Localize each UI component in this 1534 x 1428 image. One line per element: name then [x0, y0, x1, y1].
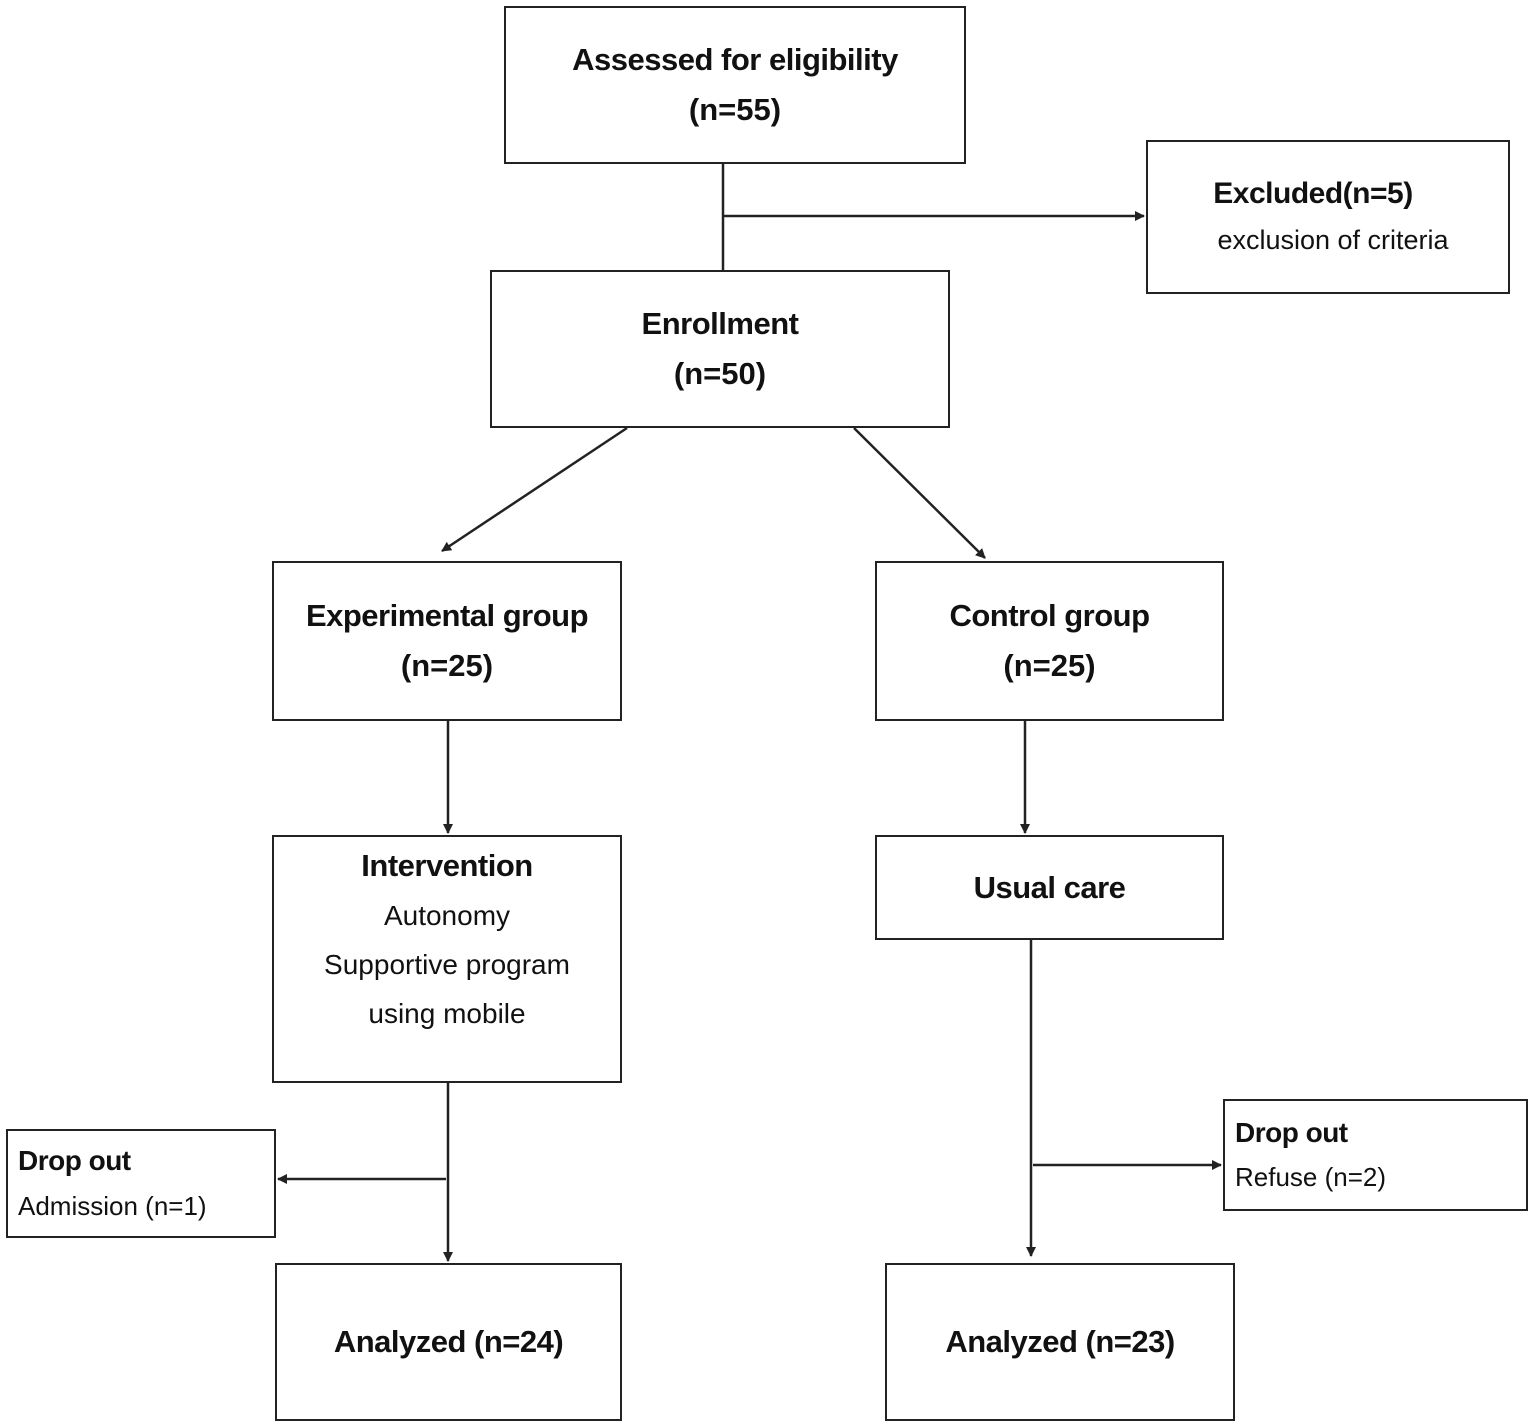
arrow-enrollment-to-experimental: [441, 426, 628, 553]
assessed-count: (n=55): [688, 92, 782, 127]
enrollment-box: Enrollment (n=50): [490, 270, 950, 428]
dropout-right-title: Drop out: [1235, 1116, 1348, 1148]
enrollment-count: (n=50): [673, 356, 767, 391]
dropout-left-box: Drop out Admission (n=1): [6, 1129, 276, 1238]
analyzed-right-title: Analyzed (n=23): [945, 1324, 1175, 1360]
dropout-left-detail: Admission (n=1): [18, 1190, 207, 1221]
assessed-box: Assessed for eligibility (n=55): [504, 6, 966, 164]
intervention-box: Intervention Autonomy Supportive program…: [272, 835, 622, 1083]
usual-care-box: Usual care: [875, 835, 1224, 940]
excluded-box: Excluded(n=5) exclusion of criteria: [1146, 140, 1510, 294]
intervention-title: Intervention: [361, 848, 533, 883]
experimental-group-box: Experimental group (n=25): [272, 561, 622, 721]
arrow-enrollment-to-control: [853, 427, 986, 559]
control-group-title: Control group: [949, 598, 1150, 634]
dropout-left-title: Drop out: [18, 1145, 131, 1176]
excluded-detail: exclusion of criteria: [1217, 225, 1449, 256]
dropout-right-detail: Refuse (n=2): [1235, 1162, 1387, 1193]
excluded-title: Excluded(n=5): [1213, 177, 1413, 211]
experimental-group-count: (n=25): [400, 648, 494, 683]
analyzed-left-box: Analyzed (n=24): [275, 1263, 622, 1421]
enrollment-title: Enrollment: [641, 306, 799, 342]
assessed-title: Assessed for eligibility: [572, 42, 898, 78]
control-group-count: (n=25): [1003, 648, 1096, 683]
experimental-group-title: Experimental group: [305, 598, 589, 634]
dropout-right-box: Drop out Refuse (n=2): [1223, 1099, 1528, 1211]
usual-care-title: Usual care: [973, 869, 1126, 905]
intervention-line: Supportive program: [324, 948, 570, 980]
analyzed-left-title: Analyzed (n=24): [333, 1324, 564, 1360]
intervention-line: using mobile: [368, 997, 526, 1029]
control-group-box: Control group (n=25): [875, 561, 1224, 721]
intervention-line: Autonomy: [383, 899, 511, 931]
analyzed-right-box: Analyzed (n=23): [885, 1263, 1235, 1421]
